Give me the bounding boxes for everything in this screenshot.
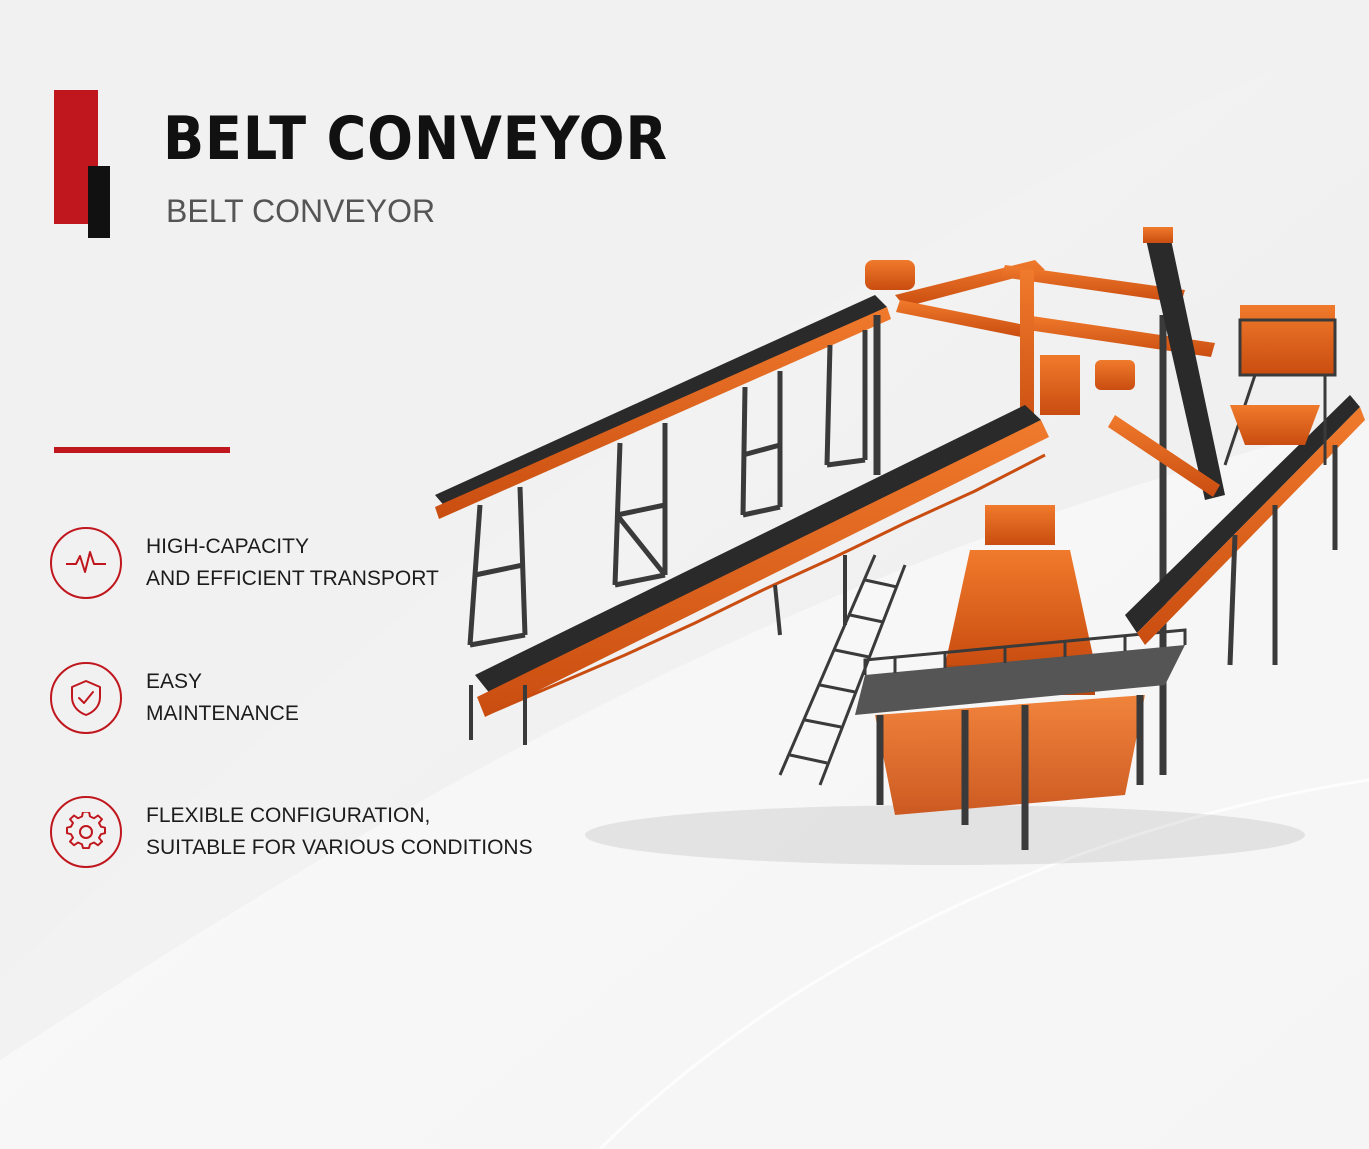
- feature-icon-circle: [50, 796, 122, 868]
- pulse-icon: [66, 551, 106, 573]
- feature-item-capacity: HIGH-CAPACITY AND EFFICIENT TRANSPORT: [50, 527, 439, 599]
- feature-icon-circle: [50, 527, 122, 599]
- right-conveyor: [1108, 227, 1365, 666]
- feature-label-line2: MAINTENANCE: [146, 702, 299, 725]
- shield-check-icon: [71, 680, 101, 716]
- page-title: BELT CONVEYOR: [163, 104, 668, 174]
- page-subtitle: BELT CONVEYOR: [166, 193, 436, 229]
- feature-label-line1: EASY: [146, 670, 203, 693]
- upper-conveyor: [435, 260, 915, 648]
- platform: [855, 628, 1187, 850]
- feature-label-line1: HIGH-CAPACITY: [146, 535, 309, 558]
- feature-icon-circle: [50, 662, 122, 734]
- gear-icon: [66, 812, 106, 849]
- section-divider: [54, 447, 230, 453]
- brand-black-bar: [88, 166, 110, 238]
- feature-item-flexible: FLEXIBLE CONFIGURATION, SUITABLE FOR VAR…: [50, 796, 533, 868]
- feeder-tower: [1223, 305, 1337, 466]
- feature-label-line1: FLEXIBLE CONFIGURATION,: [146, 804, 431, 827]
- feature-label-line2: SUITABLE FOR VARIOUS CONDITIONS: [146, 836, 533, 859]
- belt-conveyor-illustration: [435, 227, 1365, 865]
- feature-item-maintenance: EASY MAINTENANCE: [50, 662, 299, 734]
- feature-label-line2: AND EFFICIENT TRANSPORT: [146, 567, 439, 590]
- brand-mark: [54, 90, 114, 240]
- lower-conveyor: [469, 405, 1049, 745]
- stairs: [778, 554, 907, 786]
